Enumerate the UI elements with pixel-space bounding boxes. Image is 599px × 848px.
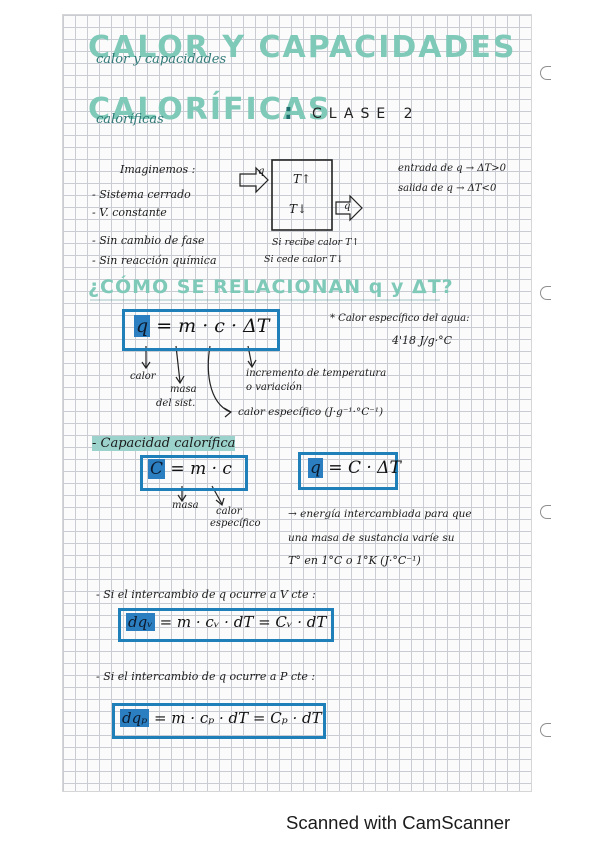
intro-item: - Sistema cerrado [92, 188, 191, 201]
water-note: * Calor específico del agua: [330, 313, 470, 324]
capacity-definition: T° en 1°C o 1°K (J·°C⁻¹) [288, 554, 421, 567]
binder-hole-icon [540, 505, 551, 519]
scanner-watermark: Scanned with CamScanner [286, 812, 511, 833]
const-pressure-rhs: = m · cₚ · dT = Cₚ · dT [149, 709, 322, 727]
title-line2-underwrite: caloríficas [96, 112, 164, 127]
heat-capacity-equation-rest: = C · ΔT [322, 458, 401, 478]
capacity-equation: C = m · c [148, 459, 232, 479]
main-equation-q: q [134, 315, 151, 337]
sign-exit: salida de q → ΔT<0 [398, 183, 497, 194]
label-masa: masa [170, 384, 197, 395]
main-equation: q = m · c · ΔT [134, 315, 269, 337]
capacity-box [140, 455, 248, 491]
heat-capacity-equation: q = C · ΔT [308, 458, 401, 478]
label-calor-especifico: calor específico (J·g⁻¹·°C⁻¹) [238, 406, 384, 418]
const-volume-lhs: dqᵥ [126, 613, 155, 631]
const-volume-box [118, 608, 334, 642]
title-line1-underwrite: calor y capacidades [96, 52, 227, 67]
intro-item: - Sin reacción química [92, 254, 217, 267]
capacity-heading: - Capacidad calorífica [92, 436, 236, 451]
capacity-label-especifico: específico [210, 518, 261, 529]
capacity-label-masa: masa [172, 500, 199, 511]
notebook-page [62, 14, 532, 792]
question-heading: ¿CÓMO SE RELACIONAN q y ΔT? [88, 276, 454, 298]
q-out-label: q [344, 201, 351, 212]
label-calor: calor [130, 371, 156, 382]
intro-heading: Imaginemos : [120, 163, 196, 176]
binder-hole-icon [540, 286, 551, 300]
const-pressure-heading: - Si el intercambio de q ocurre a P cte … [96, 670, 316, 683]
intro-item: - V. constante [92, 206, 167, 219]
class-number: CLASE 2 [312, 106, 420, 122]
binder-hole-icon [540, 723, 551, 737]
capacity-definition: → energía intercambiada para que [288, 508, 472, 520]
intro-item: - Sin cambio de fase [92, 234, 205, 247]
sign-entry: entrada de q → ΔT>0 [398, 163, 506, 174]
title-colon: : [284, 100, 293, 125]
gives-heat: Si cede calor T↓ [264, 254, 344, 265]
heat-capacity-equation-q: q [308, 458, 323, 478]
const-pressure-equation: dqₚ = m · cₚ · dT = Cₚ · dT [120, 709, 322, 727]
main-equation-rest: = m · c · ΔT [150, 315, 270, 337]
water-value: 4'18 J/g·°C [392, 334, 453, 347]
binder-hole-icon [540, 66, 551, 80]
capacity-label-calor: calor [216, 506, 242, 517]
const-volume-equation: dqᵥ = m · cᵥ · dT = Cᵥ · dT [126, 613, 326, 631]
heat-capacity-box [298, 452, 398, 490]
capacity-equation-c: C [148, 459, 166, 479]
capacity-equation-rest: = m · c [165, 459, 232, 479]
const-pressure-box [112, 703, 326, 739]
label-variacion: o variación [246, 382, 303, 393]
label-incremento: incremento de temperatura [246, 368, 387, 379]
temp-up: T↑ [293, 172, 312, 186]
label-del-sist: del sist. [156, 398, 196, 409]
temp-down: T↓ [289, 202, 308, 216]
title-line2: CALORÍFICAS [88, 92, 332, 127]
capacity-definition: una masa de sustancia varíe su [288, 532, 455, 544]
const-pressure-lhs: dqₚ [120, 709, 150, 727]
const-volume-heading: - Si el intercambio de q ocurre a V cte … [96, 588, 316, 601]
main-equation-box [122, 309, 280, 351]
title-line1: CALOR Y CAPACIDADES [88, 30, 517, 65]
q-in-label: q [258, 166, 265, 177]
const-volume-rhs: = m · cᵥ · dT = Cᵥ · dT [154, 613, 327, 631]
receives-heat: Si recibe calor T↑ [272, 237, 360, 248]
